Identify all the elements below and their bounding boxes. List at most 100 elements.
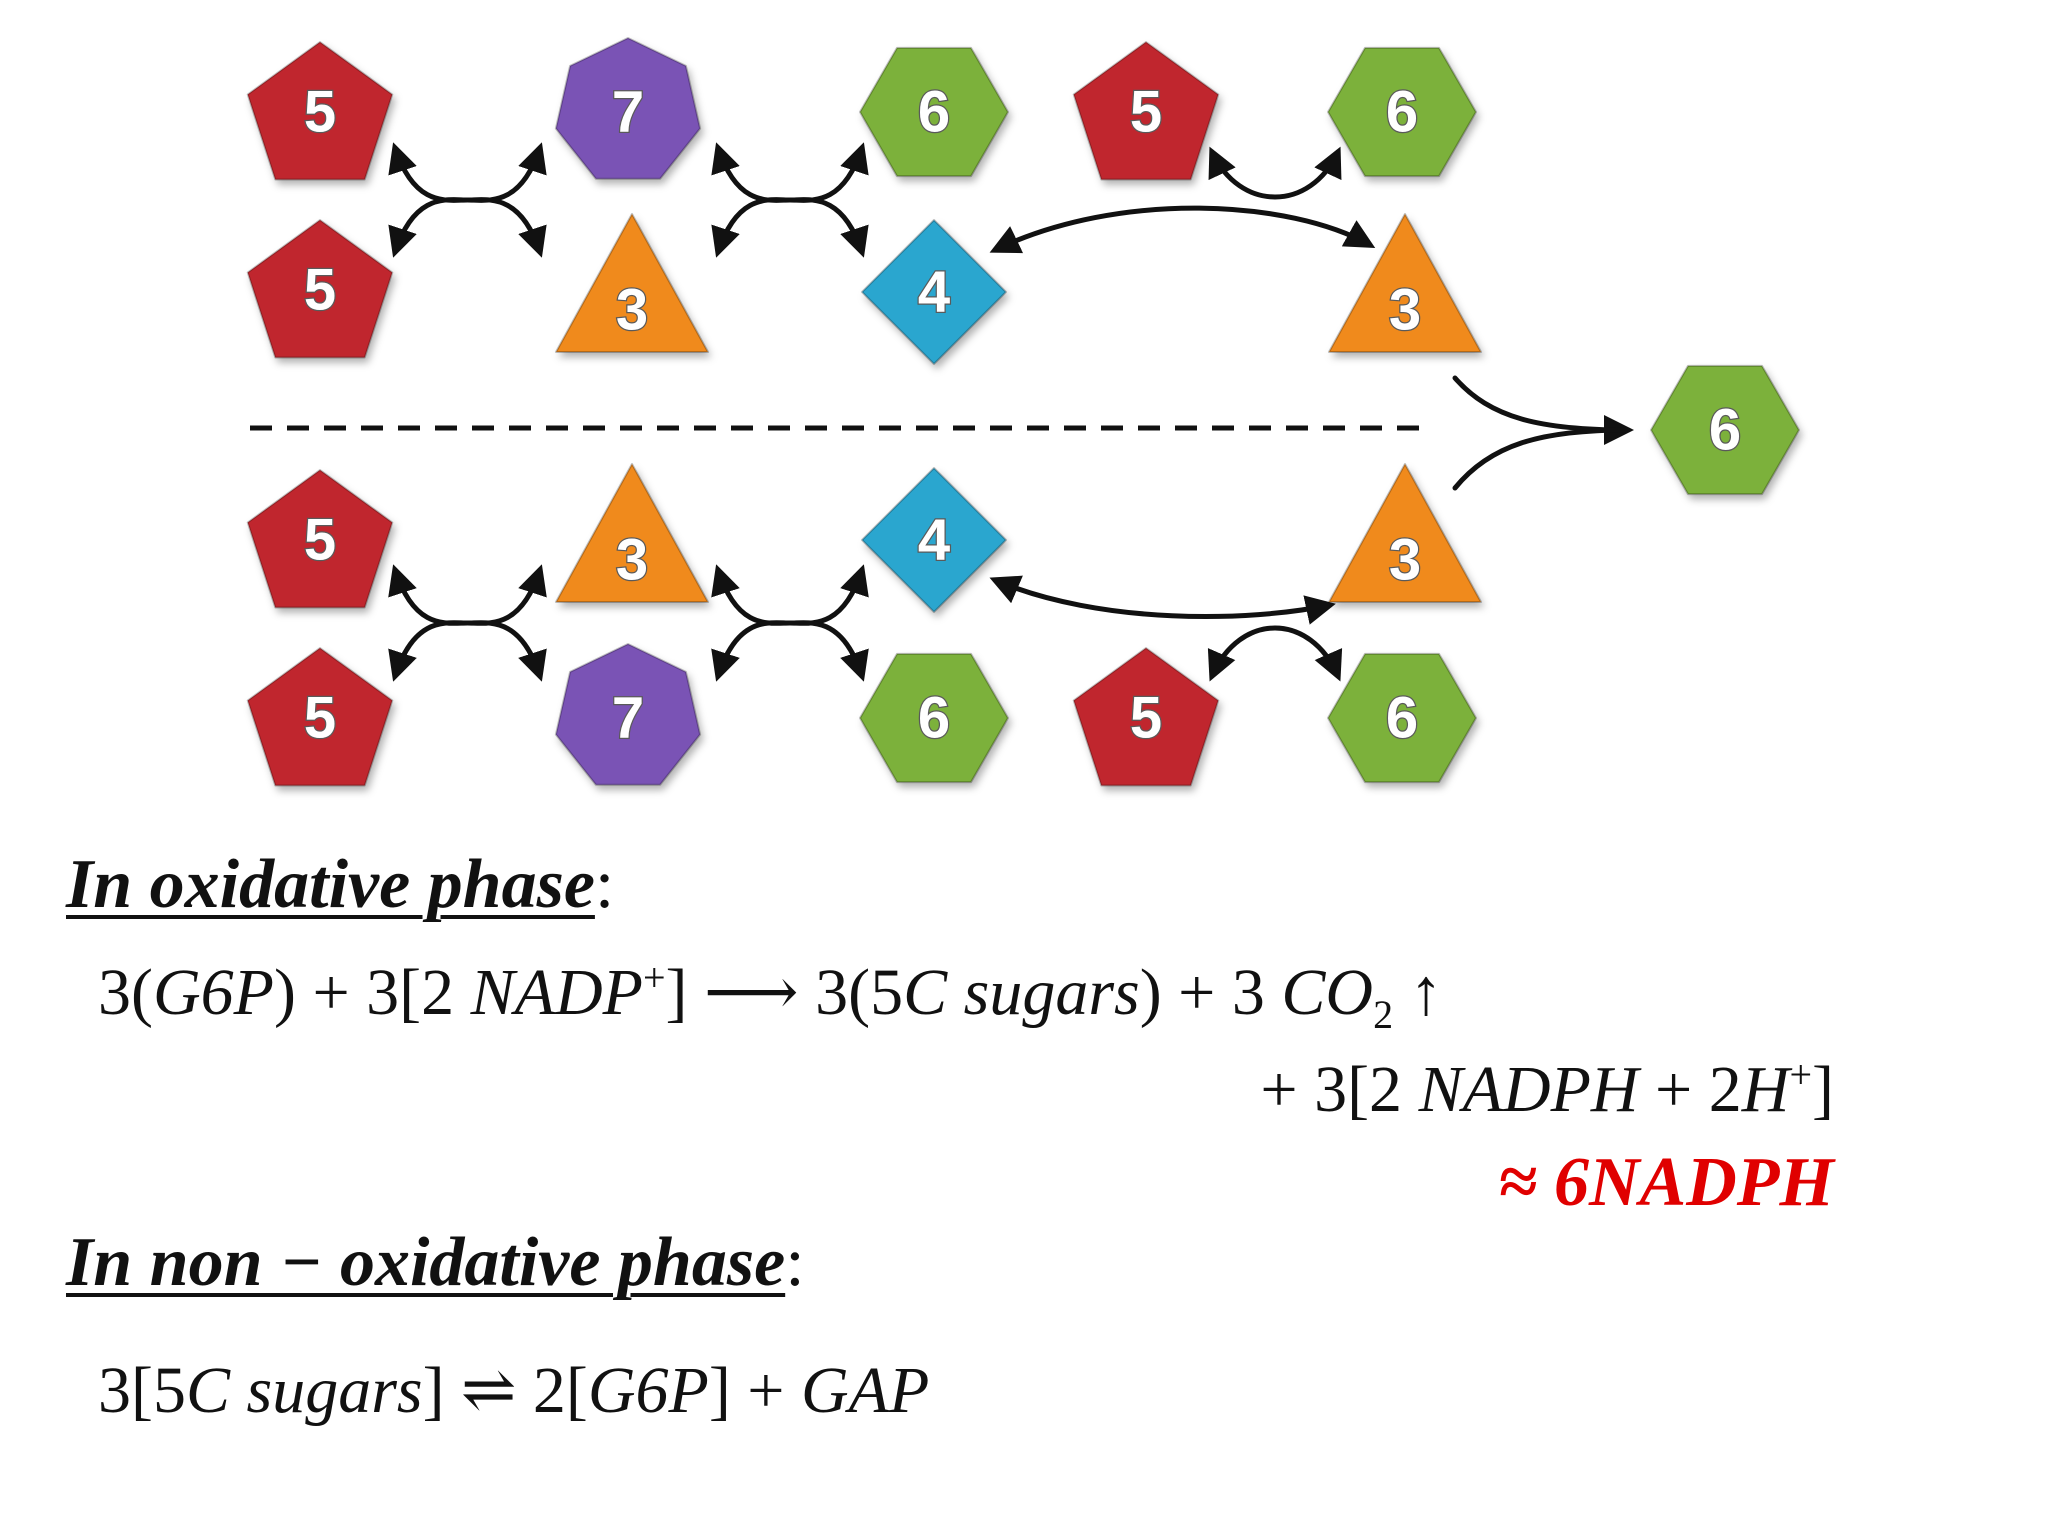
sugar-nodes: 5 7 6 5 6 5 3 4 3 6 5 3 4 3 5 7 6 5 6 (246, 37, 1800, 787)
eq-part: ↑ (1393, 956, 1443, 1029)
eq-var: C sugars (185, 1354, 423, 1427)
sugar-shape (859, 46, 1009, 178)
sugar-node-pentagon: 5 (246, 41, 394, 181)
sugar-node-diamond: 4 (861, 467, 1007, 613)
swap-arrow-bottom (388, 620, 547, 682)
eq-var: NADP (470, 956, 643, 1029)
sugar-node-heptagon: 7 (554, 643, 702, 786)
carbon-count-label: 5 (304, 80, 336, 145)
carbon-count-label: 7 (612, 80, 644, 145)
sugar-node-pentagon: 5 (1072, 647, 1220, 787)
carbon-count-label: 7 (612, 686, 644, 751)
eq-sup: + (1789, 1052, 1813, 1097)
nonoxidative-equation: 3[5C sugars] ⇌ 2[G6P] + GAP (98, 1358, 929, 1424)
nonoxidative-heading-colon: : (785, 1224, 805, 1301)
carbon-count-label: 3 (1389, 278, 1421, 343)
sugar-shape (246, 647, 394, 787)
sugar-node-pentagon: 5 (246, 647, 394, 787)
carbon-count-label: 5 (304, 508, 336, 573)
sugar-node-triangle: 3 (555, 213, 709, 353)
carbon-count-label: 6 (1386, 80, 1418, 145)
sugar-shape (246, 41, 394, 181)
carbon-count-label: 3 (616, 528, 648, 593)
sugar-node-pentagon: 5 (246, 469, 394, 609)
swap-arrow-top (711, 142, 869, 203)
transfer-arrow (989, 205, 1376, 254)
reaction-arrows (388, 142, 1634, 682)
carbon-count-label: 4 (918, 260, 950, 325)
sugar-node-hexagon: 6 (1327, 46, 1477, 178)
swap-arrow-top (388, 564, 547, 626)
carbon-count-label: 5 (1130, 80, 1162, 145)
sugar-node-hexagon: 6 (859, 46, 1009, 178)
sugar-node-triangle: 3 (1328, 213, 1482, 353)
sugar-shape (1072, 647, 1220, 787)
sugar-node-pentagon: 5 (246, 219, 394, 359)
swap-arrow-bottom (711, 620, 869, 682)
eq-part: ] ⟶ 3(5 (665, 956, 904, 1029)
carbon-count-label: 5 (304, 686, 336, 751)
eq-part: + 2 (1638, 1053, 1742, 1126)
sugar-shape (246, 469, 394, 609)
sugar-shape (861, 467, 1007, 613)
eq-part: ] ⇌ 2[ (422, 1354, 588, 1427)
transfer-arrow (1207, 625, 1343, 682)
eq-var: GAP (801, 1354, 930, 1427)
sugar-shape (555, 463, 709, 603)
carbon-count-label: 6 (918, 686, 950, 751)
sugar-node-triangle: 3 (555, 463, 709, 603)
nonoxidative-heading: In non − oxidative phase: (66, 1228, 805, 1298)
carbon-count-label: 6 (1709, 398, 1741, 463)
carbon-count-label: 4 (918, 508, 950, 573)
sugar-shape (554, 643, 702, 786)
eq-part: ] (1812, 1053, 1834, 1126)
eq-part: ) + 3 (1139, 956, 1282, 1029)
eq-sup: + (642, 955, 666, 1000)
oxidative-heading-text: In oxidative phase (66, 846, 595, 923)
eq-var: G6P (587, 1354, 709, 1427)
sugar-shape (554, 37, 702, 180)
oxidative-equation-line1: 3(G6P) + 3[2 NADP+] ⟶ 3(5C sugars) + 3 C… (98, 958, 1443, 1035)
eq-var: G6P (152, 956, 274, 1029)
merge-arrow-top (1452, 375, 1634, 445)
sugar-shape (1650, 364, 1800, 496)
carbon-count-label: 6 (1386, 686, 1418, 751)
sugar-node-diamond: 4 (861, 219, 1007, 365)
sugar-node-triangle: 3 (1328, 463, 1482, 603)
transfer-arrow (989, 575, 1336, 625)
eq-part: + 3[2 (1260, 1053, 1419, 1126)
transfer-arrow (1208, 146, 1342, 200)
eq-var: NADPH (1418, 1053, 1639, 1126)
eq-part: 3[5 (98, 1354, 186, 1427)
sugar-shape (859, 652, 1009, 784)
sugar-shape (861, 219, 1007, 365)
oxidative-equation-line2: + 3[2 NADPH + 2H+] (1260, 1055, 1834, 1123)
nonoxidative-heading-text: In non − oxidative phase (66, 1224, 786, 1301)
eq-var: C sugars (903, 956, 1140, 1029)
eq-part: ) + 3[2 (273, 956, 471, 1029)
sugar-shape (1327, 652, 1477, 784)
sugar-shape (246, 219, 394, 359)
oxidative-heading-colon: : (594, 846, 615, 923)
eq-part: ] + (708, 1354, 802, 1427)
sugar-node-pentagon: 5 (1072, 41, 1220, 181)
eq-var: CO (1281, 956, 1374, 1029)
nadph-total: ≈ 6NADPH (1498, 1144, 1834, 1221)
eq-part: 3( (98, 956, 153, 1029)
sugar-shape (1328, 213, 1482, 353)
carbon-count-label: 3 (616, 278, 648, 343)
eq-sub: 2 (1373, 992, 1394, 1038)
oxidative-heading: In oxidative phase: (66, 850, 614, 920)
swap-arrow-top (711, 564, 869, 626)
carbon-count-label: 6 (918, 80, 950, 145)
sugar-shape (555, 213, 709, 353)
carbon-count-label: 5 (1130, 686, 1162, 751)
sugar-node-heptagon: 7 (554, 37, 702, 180)
sugar-node-hexagon: 6 (1327, 652, 1477, 784)
swap-arrow-bottom (388, 197, 547, 258)
sugar-node-hexagon: 6 (859, 652, 1009, 784)
sugar-node-hexagon: 6 (1650, 364, 1800, 496)
carbon-count-label: 3 (1389, 528, 1421, 593)
eq-var: H (1741, 1053, 1790, 1126)
